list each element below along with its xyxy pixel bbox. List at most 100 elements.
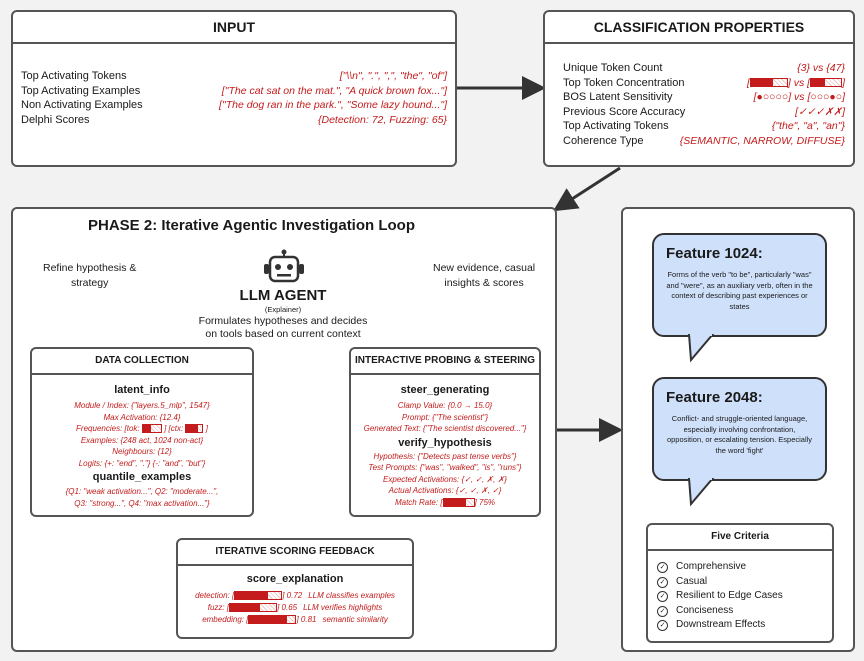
concentration-bar-a-fill [750, 79, 773, 87]
pr-line: Generated Text: {"The scientist discover… [363, 424, 527, 433]
agent-title: LLM AGENT [239, 287, 327, 304]
probing-box: INTERACTIVE PROBING & STEERING steer_gen… [349, 347, 541, 517]
feature-1024-bubble: Feature 1024: Forms of the verb "to be",… [652, 233, 827, 337]
classification-row-label: Top Activating Tokens [563, 120, 669, 132]
bubble-tail [687, 478, 715, 507]
freq-label: Frequencies: [tok: [76, 424, 140, 433]
pr-v-line: Expected Activations: {✓, ✓, ✗, ✗} [383, 474, 507, 484]
concentration-bar-b-fill [811, 79, 825, 87]
criteria-label: Conciseness [676, 604, 734, 616]
check-circle-icon: ✓ [657, 562, 668, 573]
score-note: semantic similarity [322, 615, 388, 624]
pr-line: Clamp Value: {0.0 → 15.0} [397, 401, 493, 410]
input-box: INPUT Top Activating Tokens["\\n", ".", … [11, 10, 457, 167]
pr-v-line: Actual Activations: {✓, ✓, ✗, ✓} [388, 486, 502, 495]
score-note: LLM classifies examples [308, 591, 395, 600]
input-row-label: Non Activating Examples [21, 99, 143, 111]
score-bar-fill [235, 592, 269, 600]
classification-row-value: [✓✓✓✗✗] [795, 105, 845, 118]
classification-row-value: {"the", "a", "an"} [771, 120, 845, 132]
agent-description: Formulates hypotheses and decides on too… [198, 315, 368, 340]
input-row-label: Top Activating Examples [21, 84, 141, 97]
criteria-label: Comprehensive [676, 561, 747, 572]
phase2-box: PHASE 2: Iterative Agentic Investigation… [11, 207, 557, 652]
score-label: detection: [ [195, 591, 235, 600]
match-label: Match Rate: [ [394, 497, 443, 507]
concentration-mid: ] vs [ [787, 76, 811, 89]
quantile-examples-fn: quantile_examples [92, 471, 192, 483]
concentration-prefix: [ [746, 76, 750, 89]
score-value: ] 0.81 [296, 615, 317, 624]
match-bar [442, 497, 475, 507]
dc-line: Examples: {248 act, 1024 non-act} [80, 435, 204, 445]
feature-1024-desc: Forms of the verb "to be", particularly … [666, 270, 813, 311]
criteria-item: ✓Casual [657, 576, 707, 588]
classification-row-label: Top Token Concentration [563, 76, 685, 89]
feature-2048-title: Feature 2048: [666, 389, 763, 406]
check-circle-icon: ✓ [657, 591, 668, 602]
criteria-title: Five Criteria [648, 525, 832, 551]
dc-line: Max Activation: {12.4} [103, 412, 181, 422]
robot-icon [264, 249, 304, 283]
input-row-value: ["The cat sat on the mat.", "A quick bro… [221, 84, 447, 97]
classification-row-value: {3} vs {47} [797, 62, 845, 74]
classification-row-label: Previous Score Accuracy [563, 105, 686, 118]
data-collection-title: DATA COLLECTION [32, 349, 252, 375]
match-fill [443, 498, 467, 506]
input-row-label: Delphi Scores [21, 113, 90, 126]
pr-v-line: Hypothesis: {"Detects past tense verbs"} [373, 451, 517, 461]
criteria-box: Five Criteria ✓ Comprehensive ✓Casual ✓Resi… [646, 523, 834, 643]
bubble-tail [687, 334, 715, 363]
probing-title: INTERACTIVE PROBING & STEERING [351, 349, 539, 375]
agent-subtitle: (Explainer) [264, 305, 302, 314]
feature-2048-bubble: Feature 2048: Conflict- and struggle-ori… [652, 377, 827, 481]
criteria-item: ✓ Downstream Effects [657, 619, 766, 631]
classification-title: CLASSIFICATION PROPERTIES [545, 12, 853, 44]
dc-line: Module / Index: {"layers.5_mlp", 1547} [74, 401, 210, 410]
criteria-item: ✓Resilient to Edge Cases [657, 590, 783, 602]
check-circle-icon: ✓ [657, 576, 668, 588]
criteria-item: ✓ Conciseness [657, 604, 734, 617]
freq-ctx-fill [186, 425, 199, 433]
steer-generating-fn: steer_generating [400, 384, 490, 396]
pr-v-line: Test Prompts: {"was", "walked", "is", "r… [368, 463, 522, 472]
data-collection-box: DATA COLLECTION latent_info Module / Ind… [30, 347, 254, 517]
dc-line: Logits: {+: "end", "."} {-: "and", "but"… [78, 458, 206, 468]
input-row-value: ["\\n", ".", ",", "the", "of"] [339, 70, 447, 82]
check-circle-icon: ✓ [657, 605, 668, 617]
classification-row-value: [ ] vs [] [747, 77, 845, 89]
score-bar [248, 615, 297, 625]
scoring-box: ITERATIVE SCORING FEEDBACK score_explana… [176, 538, 414, 639]
check-circle-icon: ✓ [657, 620, 668, 631]
features-box: Feature 1024: Forms of the verb "to be",… [621, 207, 855, 652]
freq-tok-bar [141, 424, 162, 434]
classification-row-label: Unique Token Count [563, 62, 663, 74]
classification-row-label: Coherence Type [563, 134, 644, 147]
score-bar-fill [249, 616, 287, 624]
right-loop-label: New evidence, casual insights & scores [433, 262, 536, 289]
concentration-suffix: ] [842, 76, 845, 89]
criteria-item: ✓ Comprehensive [657, 561, 747, 573]
dc-line: Neighbours: {12} [112, 447, 172, 456]
latent-info-fn: latent_info [114, 384, 170, 396]
classification-box: CLASSIFICATION PROPERTIES Unique Token C… [543, 10, 855, 167]
scoring-title: ITERATIVE SCORING FEEDBACK [178, 540, 412, 566]
score-row: detection: [ ] 0.72 LLM classifies example… [178, 590, 412, 602]
score-explanation-fn: score_explanation [246, 573, 344, 585]
criteria-label: Downstream Effects [676, 619, 766, 630]
phase2-title: PHASE 2: Iterative Agentic Investigation… [88, 217, 415, 234]
feature-2048-desc: Conflict- and struggle-oriented language… [666, 414, 813, 455]
freq-ctx-bar [185, 424, 204, 434]
score-value: ] 0.65 [277, 603, 298, 612]
score-bar [234, 591, 283, 601]
left-loop-label: Refine hypothesis & strategy [43, 262, 137, 289]
freq-end: ] [205, 424, 208, 433]
score-bar [229, 603, 278, 613]
input-row-label: Top Activating Tokens [21, 70, 127, 82]
classification-row-value: {SEMANTIC, NARROW, DIFFUSE} [679, 134, 845, 147]
score-label: fuzz: [ [207, 603, 230, 612]
score-value: ] 0.72 [282, 591, 303, 600]
dc-q-line: Q3: "strong...", Q4: "max activation..."… [74, 498, 210, 508]
match-rate: Match Rate: [] 75% [351, 497, 539, 509]
